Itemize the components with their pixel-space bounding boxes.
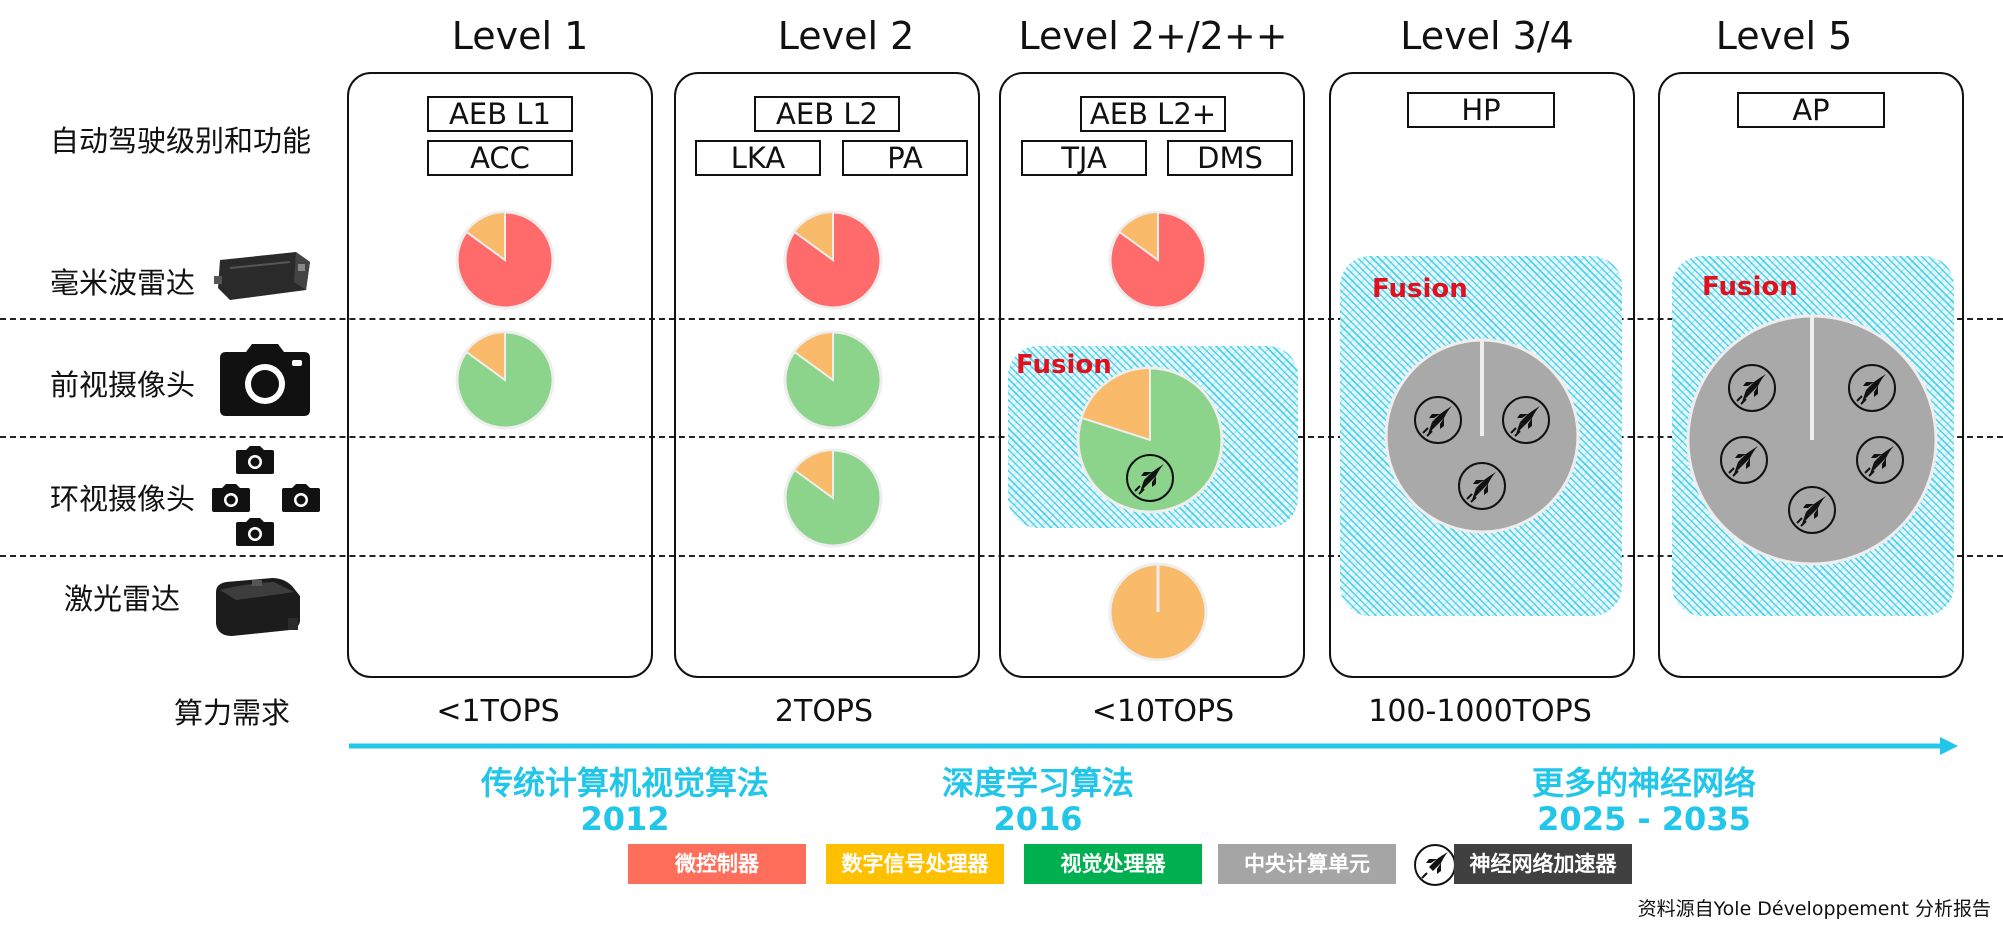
legend-npu: 神经网络加速器 [1454,844,1632,884]
surround-camera-right-icon [282,484,320,512]
row-label-functions: 自动驾驶级别和功能 [50,124,312,158]
level-1-radar-pie [455,210,555,310]
row-label-surround-camera: 环视摄像头 [50,482,196,516]
row-label-compute: 算力需求 [174,696,291,730]
camera-icon [220,344,310,416]
level-2plus-radar-pie [1108,210,1208,310]
level-3-4-central-circle [1384,338,1580,534]
era-deep-learning-year: 2016 [993,800,1083,838]
era-more-neural-nets: 更多的神经网络 [1531,764,1756,802]
legend-mcu: 微控制器 [628,844,806,884]
level-2plus-tops: <10TOPS [1091,694,1235,729]
surround-camera-bottom-icon [236,518,274,546]
surround-camera-icons [212,446,320,546]
feature-dms: DMS [1167,140,1293,176]
era-traditional-cv: 传统计算机视觉算法 [480,764,769,802]
level-3-4-tops: 100-1000TOPS [1368,694,1592,729]
level-2-title: Level 2 [777,14,915,58]
level-1-title: Level 1 [451,14,589,58]
level-2plus-lidar-pie [1108,562,1208,662]
lidar-sensor-icon [216,578,300,636]
surround-camera-top-icon [236,446,274,474]
level-2plus-fusion-pie [1076,366,1224,514]
feature-tja: TJA [1021,140,1147,176]
feature-aeb-l2: AEB L2 [754,96,900,132]
row-divider-radar [0,318,2003,320]
feature-aeb-l1: AEB L1 [427,96,573,132]
row-label-lidar: 激光雷达 [64,582,181,616]
fusion-label-level-3-4: Fusion [1372,274,1468,304]
row-label-radar: 毫米波雷达 [50,266,196,300]
fusion-label-level-2plus: Fusion [1016,350,1112,380]
fusion-label-level-5: Fusion [1702,272,1798,302]
level-5-panel [1658,72,1964,678]
level-2-panel [674,72,980,678]
level-1-tops: <1TOPS [436,694,560,729]
level-2plus-title: Level 2+/2++ [1018,14,1288,58]
level-5-title: Level 5 [1715,14,1853,58]
level-2-radar-pie [783,210,883,310]
source-note: 资料源自Yole Développement 分析报告 [1637,898,1991,920]
row-label-front-camera: 前视摄像头 [50,368,196,402]
level-5-central-circle [1686,314,1938,566]
surround-camera-left-icon [212,484,250,512]
level-2plus-panel [999,72,1305,678]
row-divider-front-camera [0,436,2003,438]
level-3-4-panel [1329,72,1635,678]
feature-acc: ACC [427,140,573,176]
feature-lka: LKA [695,140,821,176]
feature-pa: PA [842,140,968,176]
level-2-surround-camera-pie [783,448,883,548]
row-divider-surround-camera [0,555,2003,557]
level-1-panel [347,72,653,678]
level-1-front-camera-pie [455,330,555,430]
level-3-4-title: Level 3/4 [1400,14,1574,58]
legend-cpu: 中央计算单元 [1218,844,1396,884]
legend-dsp: 数字信号处理器 [826,844,1004,884]
timeline-arrow [349,737,1958,755]
level-2-front-camera-pie [783,330,883,430]
radar-sensor-icon [214,252,310,300]
era-deep-learning: 深度学习算法 [941,764,1134,802]
era-traditional-cv-year: 2012 [580,800,670,838]
legend-vision-processor: 视觉处理器 [1024,844,1202,884]
feature-ap: AP [1737,92,1885,128]
feature-hp: HP [1407,92,1555,128]
feature-aeb-l2plus: AEB L2+ [1080,96,1226,132]
legend-rocket-icon [1414,844,1456,886]
level-2-tops: 2TOPS [774,694,874,729]
era-more-neural-nets-year: 2025 - 2035 [1537,800,1751,838]
